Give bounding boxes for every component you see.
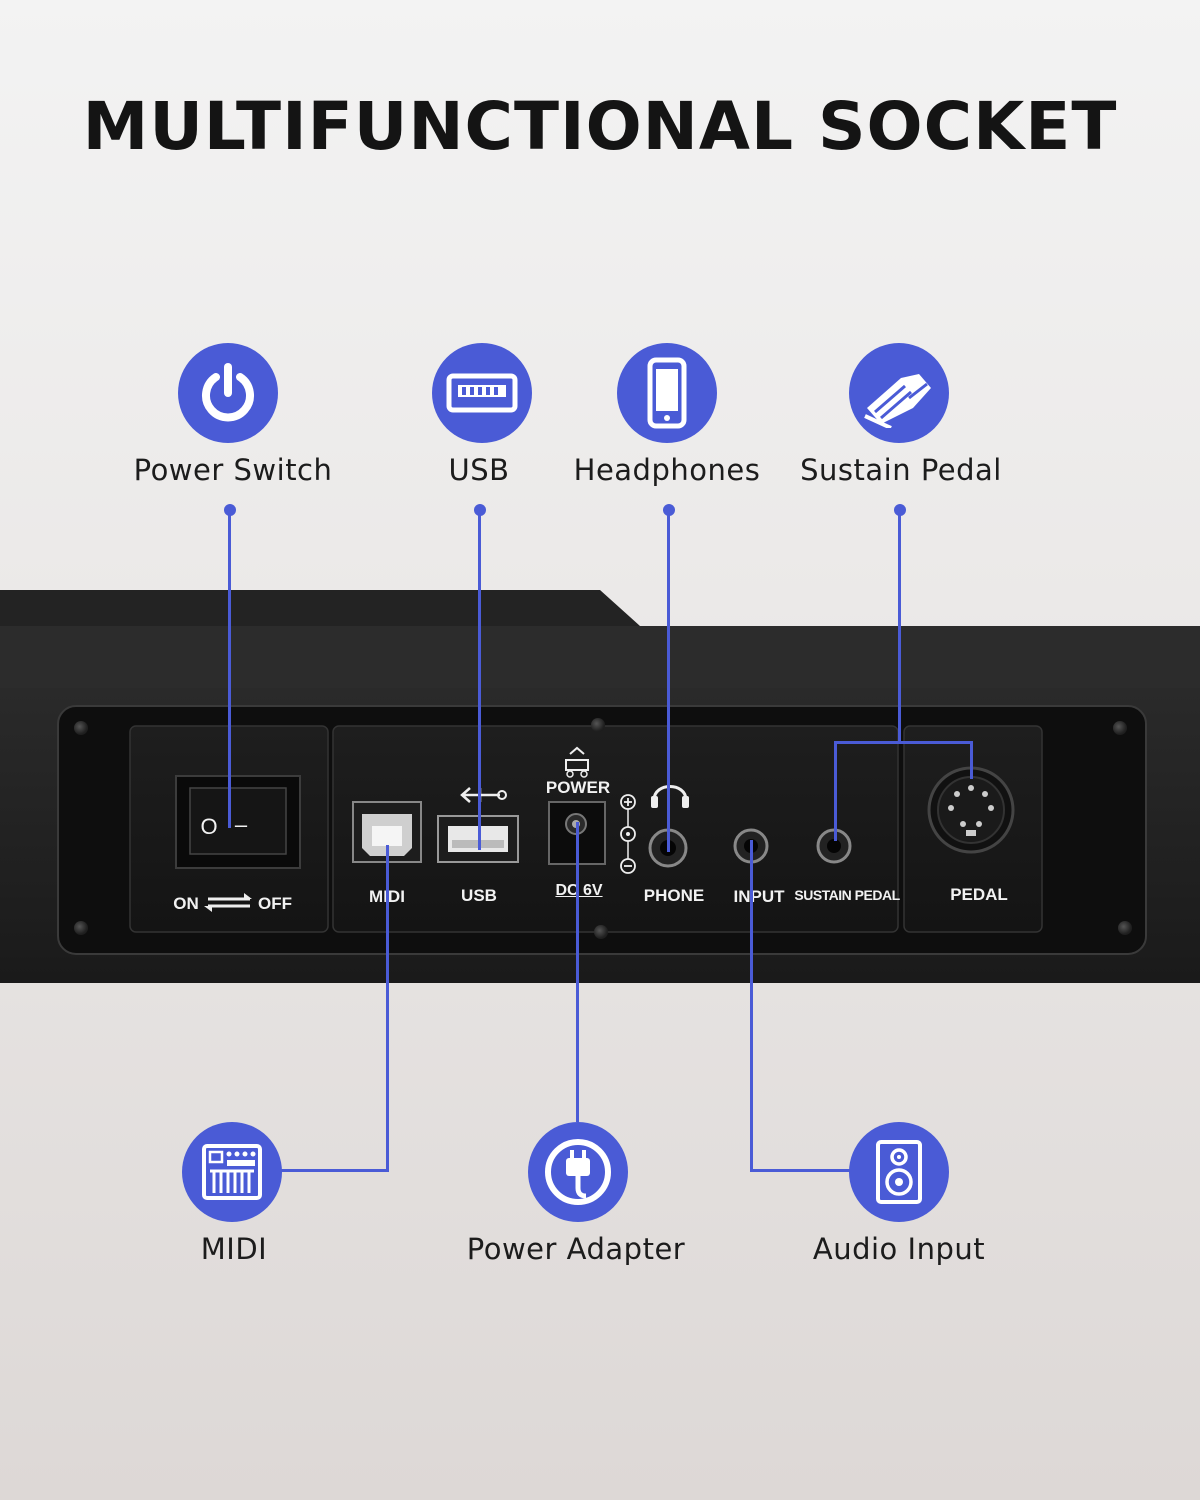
- midi-controller-icon: [182, 1122, 282, 1222]
- screw-icon: [74, 921, 88, 935]
- feature-label-sustain-pedal: Sustain Pedal: [800, 453, 1002, 487]
- connector-line: [750, 840, 753, 1172]
- pedal-port-label: PEDAL: [950, 885, 1008, 904]
- switch-o-label: O: [200, 814, 218, 839]
- connector-dot: [474, 504, 486, 516]
- usb-port-label: USB: [461, 886, 497, 905]
- connector-line: [576, 822, 579, 1122]
- screw-icon: [74, 721, 88, 735]
- dc-label: DC 6V: [555, 882, 603, 899]
- off-label: OFF: [258, 894, 292, 913]
- pedal-icon: [849, 343, 949, 443]
- connector-line: [228, 510, 231, 828]
- smartphone-icon: [617, 343, 717, 443]
- feature-label-power-switch: Power Switch: [133, 453, 333, 487]
- connector-line: [834, 741, 837, 841]
- connector-line: [834, 741, 973, 744]
- feature-label-usb: USB: [448, 453, 510, 487]
- input-port-label: INPUT: [733, 887, 785, 906]
- plug-icon: [528, 1122, 628, 1222]
- keyboard-back-panel: [0, 590, 1200, 983]
- connector-line: [478, 510, 481, 850]
- phone-port-label: PHONE: [643, 886, 705, 905]
- page-title: MULTIFUNCTIONAL SOCKET: [82, 88, 1118, 165]
- power-port-label: POWER: [545, 778, 611, 797]
- connector-dot: [224, 504, 236, 516]
- sustain-pedal-port-label: SUSTAIN PEDAL: [794, 887, 900, 903]
- connector-dot: [894, 504, 906, 516]
- connector-line: [970, 741, 973, 779]
- screw-icon: [1118, 921, 1132, 935]
- on-label: ON: [173, 894, 199, 913]
- connector-line: [898, 510, 901, 742]
- connector-line: [280, 1169, 389, 1172]
- screw-icon: [1113, 721, 1127, 735]
- screw-icon: [591, 718, 605, 732]
- connector-line: [386, 845, 389, 1172]
- screw-icon: [594, 925, 608, 939]
- feature-label-midi: MIDI: [200, 1232, 268, 1266]
- connector-dot: [663, 504, 675, 516]
- connector-line: [750, 1169, 850, 1172]
- feature-label-audio-input: Audio Input: [812, 1232, 986, 1266]
- feature-label-headphones: Headphones: [573, 453, 761, 487]
- power-icon: [178, 343, 278, 443]
- switch-dash-label: –: [234, 812, 248, 837]
- connector-line: [667, 510, 670, 852]
- feature-label-power-adapter: Power Adapter: [466, 1232, 686, 1266]
- speaker-icon: [849, 1122, 949, 1222]
- usb-port-icon: [432, 343, 532, 443]
